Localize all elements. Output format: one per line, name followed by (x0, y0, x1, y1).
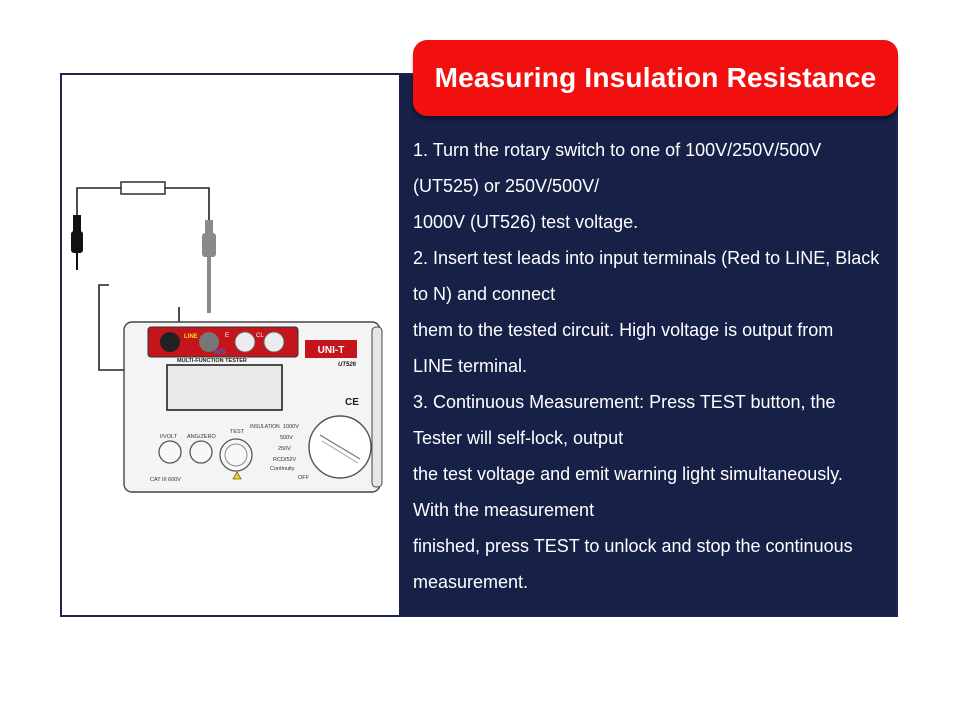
ang-zero-button (189, 440, 213, 464)
illustration-panel: LINE N/S E CL UNI-T UT526 MULTI-FUNCTION… (62, 75, 399, 615)
step-line: LINE terminal. (413, 356, 528, 376)
terminal-cl-label: CL (256, 333, 264, 339)
rotary-label-500v: 500V (280, 435, 293, 441)
page-title: Measuring Insulation Resistance (434, 62, 877, 93)
step-line: 3. Continuous Measurement: Press TEST bu… (413, 392, 836, 412)
gray-probe-icon (202, 220, 216, 313)
step-line: to N) and connect (413, 284, 556, 304)
rotary-label-1000v: 1000V (283, 424, 299, 430)
tester-illustration: LINE N/S E CL UNI-T UT526 MULTI-FUNCTION… (71, 181, 383, 493)
warning-triangle-icon (232, 471, 242, 480)
step-line: Tester will self-lock, output (413, 428, 624, 448)
rotary-label-rcd: RCD/52V (273, 457, 297, 463)
test-button-label: TEST (230, 429, 245, 435)
model-label: UT526 (338, 362, 357, 368)
step-line: 2. Insert test leads into input terminal… (413, 248, 880, 268)
terminal-ns-label: N/S (214, 349, 226, 356)
ang-zero-button-label: ANG/ZERO (187, 434, 216, 440)
terminal-cl-socket (263, 331, 285, 353)
step-line: With the measurement (413, 500, 595, 520)
brand-badge (305, 340, 357, 358)
device-subtitle: MULTI-FUNCTION TESTER (177, 358, 247, 364)
volt-button-label: I/VOLT (160, 434, 178, 440)
terminal-strip (147, 326, 299, 358)
step-line: measurement. (413, 572, 529, 592)
brand-logo-text: UNI-T (318, 345, 345, 356)
black-probe-icon (71, 215, 83, 270)
instructions-text: 1. Turn the rotary switch to one of 100V… (413, 132, 898, 600)
resistor-icon (120, 181, 166, 195)
terminal-e-label: E (225, 333, 229, 339)
rotary-label-off: OFF (298, 475, 310, 481)
terminal-e-socket (234, 331, 256, 353)
rotary-label-250v: 250V (278, 446, 291, 452)
cat-rating-label: CAT III 600V (150, 477, 181, 483)
rotary-label-continuity: Continuity (270, 466, 295, 472)
step-line: finished, press TEST to unlock and stop … (413, 536, 853, 556)
step-line: them to the tested circuit. High voltage… (413, 320, 834, 340)
title-banner: Measuring Insulation Resistance (413, 40, 898, 116)
step-line: the test voltage and emit warning light … (413, 464, 843, 484)
volt-button (158, 440, 182, 464)
step-line: (UT525) or 250V/500V/ (413, 176, 600, 196)
lcd-display (166, 364, 283, 411)
terminal-line-label: LINE (184, 334, 198, 340)
ce-mark: CE (345, 397, 359, 408)
step-line: 1000V (UT526) test voltage. (413, 212, 639, 232)
rotary-label-insulation: INSULATION (250, 424, 280, 430)
instructions-panel (399, 75, 896, 615)
step-line: 1. Turn the rotary switch to one of 100V… (413, 140, 822, 160)
terminal-n-socket (199, 332, 219, 352)
terminal-line-socket (160, 332, 180, 352)
